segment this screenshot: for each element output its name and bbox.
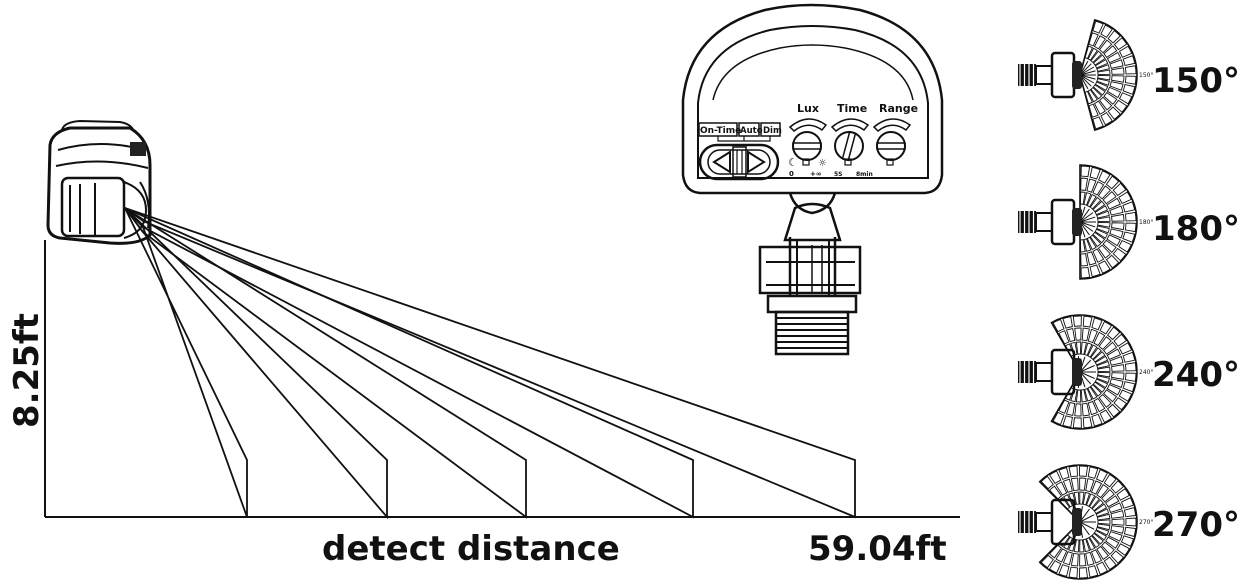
height-label: 8.25ft bbox=[7, 313, 47, 428]
lux-knob[interactable]: Lux ☾ ☼ 0 +∞ bbox=[788, 102, 828, 178]
angle-diagrams: 150°150° 180°180° 240°240° 270°270° bbox=[1018, 18, 1240, 580]
threaded-mount-icon bbox=[758, 192, 862, 356]
detection-beam bbox=[124, 207, 856, 519]
coverage-arc bbox=[1038, 464, 1138, 580]
sensor-top-icon bbox=[1018, 198, 1082, 246]
detection-beams bbox=[124, 207, 856, 520]
angle-diagram-180: 180°180° bbox=[1018, 164, 1240, 280]
range-label: Range bbox=[879, 102, 918, 115]
sensor-head-icon bbox=[46, 119, 152, 245]
sun-icon: ☼ bbox=[818, 158, 827, 169]
angle-diagram-270: 270°270° bbox=[1018, 464, 1240, 580]
detect-distance-label: detect distance bbox=[322, 529, 620, 569]
angle-label: 180° bbox=[1152, 209, 1240, 249]
coverage-arc bbox=[1079, 164, 1138, 280]
angle-mini-label: 180° bbox=[1139, 219, 1153, 226]
time-label: Time bbox=[837, 102, 867, 115]
on-time-label: On-Time bbox=[700, 126, 741, 136]
lux-max-label: +∞ bbox=[810, 170, 822, 178]
mode-buttons: On-Time Auto Dim bbox=[698, 122, 782, 181]
detection-beam bbox=[124, 207, 694, 519]
angle-label: 270° bbox=[1152, 505, 1240, 545]
angle-mini-label: 150° bbox=[1139, 72, 1153, 79]
lux-min-label: 0 bbox=[789, 170, 794, 178]
sensor-top-icon bbox=[1018, 51, 1082, 99]
angle-label: 240° bbox=[1152, 355, 1240, 395]
angle-diagram-240: 240°240° bbox=[1018, 314, 1240, 430]
angle-mini-label: 270° bbox=[1139, 519, 1153, 526]
moon-icon: ☾ bbox=[788, 156, 798, 169]
time-knob[interactable]: Time 5S 8min bbox=[830, 102, 873, 178]
auto-button[interactable] bbox=[738, 122, 760, 137]
sensor-top-icon bbox=[1018, 498, 1082, 546]
max-distance-label: 59.04ft bbox=[808, 529, 947, 569]
sensor-top-icon bbox=[1018, 348, 1082, 396]
coverage-arc bbox=[1050, 314, 1138, 430]
mode-switch[interactable] bbox=[698, 143, 780, 181]
angle-label: 150° bbox=[1152, 61, 1240, 101]
auto-label: Auto bbox=[740, 126, 763, 136]
angle-diagram-150: 150°150° bbox=[1018, 18, 1240, 132]
arrow-left-right-icon bbox=[712, 150, 766, 174]
detection-side-view: 8.25ft detect distance 59.04ft bbox=[7, 119, 960, 569]
angle-mini-label: 240° bbox=[1139, 369, 1153, 376]
coverage-arc bbox=[1079, 18, 1138, 132]
detection-beam bbox=[124, 207, 388, 520]
time-max-label: 8min bbox=[856, 171, 873, 178]
range-knob[interactable]: Range bbox=[872, 102, 918, 166]
time-min-label: 5S bbox=[834, 171, 843, 178]
lux-label: Lux bbox=[797, 102, 819, 115]
dim-label: Dim bbox=[763, 126, 782, 136]
detection-beam bbox=[124, 207, 527, 519]
control-panel: On-Time Auto Dim Lux ☾ ☼ 0 +∞ Time bbox=[681, 3, 944, 356]
